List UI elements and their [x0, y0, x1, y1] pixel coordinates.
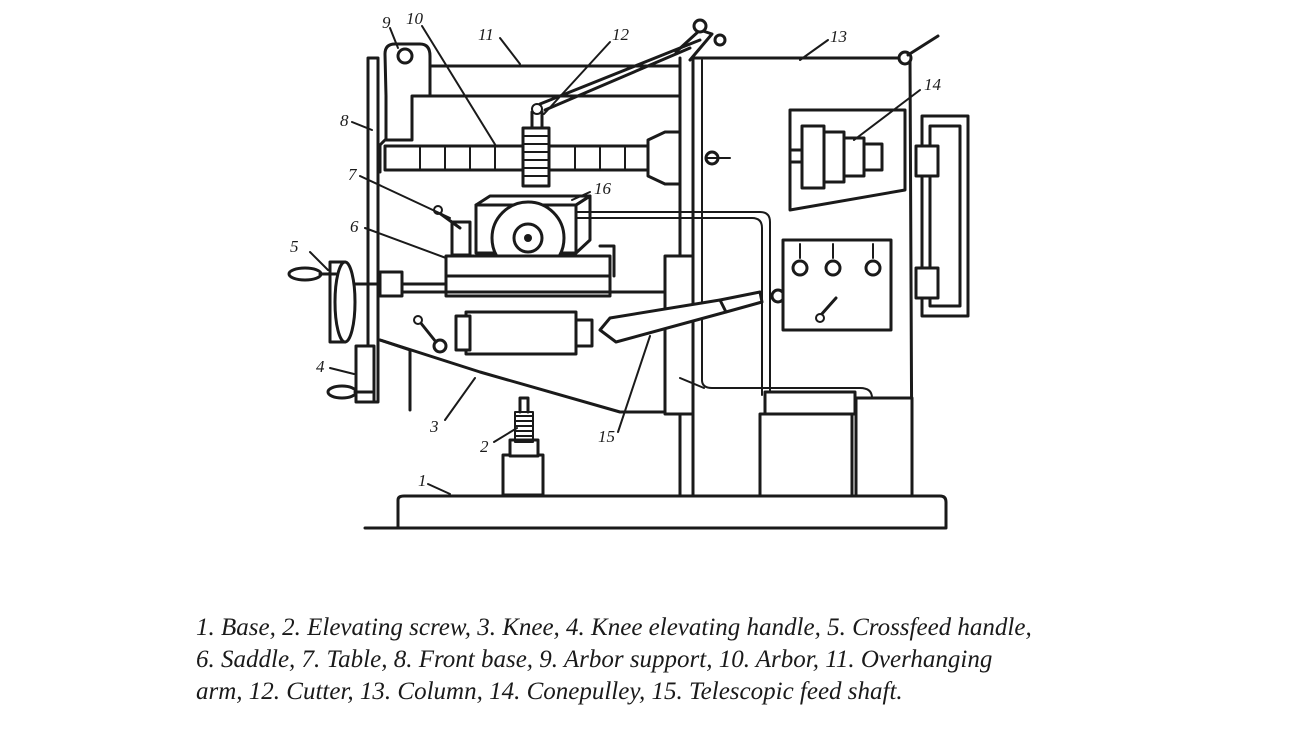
callout-14: 14: [924, 75, 942, 94]
caption-line-2: 6. Saddle, 7. Table, 8. Front base, 9. A…: [196, 646, 993, 673]
caption-line-1: 1. Base, 2. Elevating screw, 3. Knee, 4.…: [196, 614, 1032, 641]
callout-13: 13: [830, 27, 847, 46]
milling-machine-diagram: 1 2 3 4 5 6 7 8 9 10 11 12 13 14 15 16: [287, 9, 970, 530]
callout-9: 9: [382, 13, 391, 32]
callout-2: 2: [480, 437, 489, 456]
arbor-part: [383, 103, 682, 188]
crossfeed-handle-part: [287, 260, 382, 344]
callout-10: 10: [406, 9, 424, 28]
callout-labels: 1 2 3 4 5 6 7 8 9 10 11 12 13 14 15 16: [290, 9, 942, 490]
gearbox-panel: [781, 238, 893, 332]
caption-line-3: arm, 12. Cutter, 13. Column, 14. Conepul…: [196, 678, 903, 705]
telescopic-feed-shaft-part: [454, 288, 786, 356]
callout-8: 8: [340, 111, 349, 130]
base-part: [363, 494, 948, 530]
callout-16: 16: [594, 179, 612, 198]
callout-12: 12: [612, 25, 630, 44]
arbor-support-part: [366, 42, 432, 404]
callout-7: 7: [348, 165, 358, 184]
knee-elevating-handle-part: [326, 344, 376, 404]
leader-lines: [309, 25, 921, 495]
overhanging-arm-part: [428, 18, 714, 112]
coolant-tank: [679, 377, 914, 498]
callout-3: 3: [429, 417, 439, 436]
elevating-screw-part: [501, 396, 545, 497]
conepulley-part: [788, 108, 907, 212]
callout-5: 5: [290, 237, 299, 256]
callout-15: 15: [598, 427, 615, 446]
callout-11: 11: [478, 25, 494, 44]
callout-6: 6: [350, 217, 359, 236]
knee-part: [378, 254, 695, 416]
callout-4: 4: [316, 357, 325, 376]
figure-caption: 1. Base, 2. Elevating screw, 3. Knee, 4.…: [196, 612, 1166, 708]
callout-1: 1: [418, 471, 427, 490]
side-motor: [914, 114, 970, 318]
